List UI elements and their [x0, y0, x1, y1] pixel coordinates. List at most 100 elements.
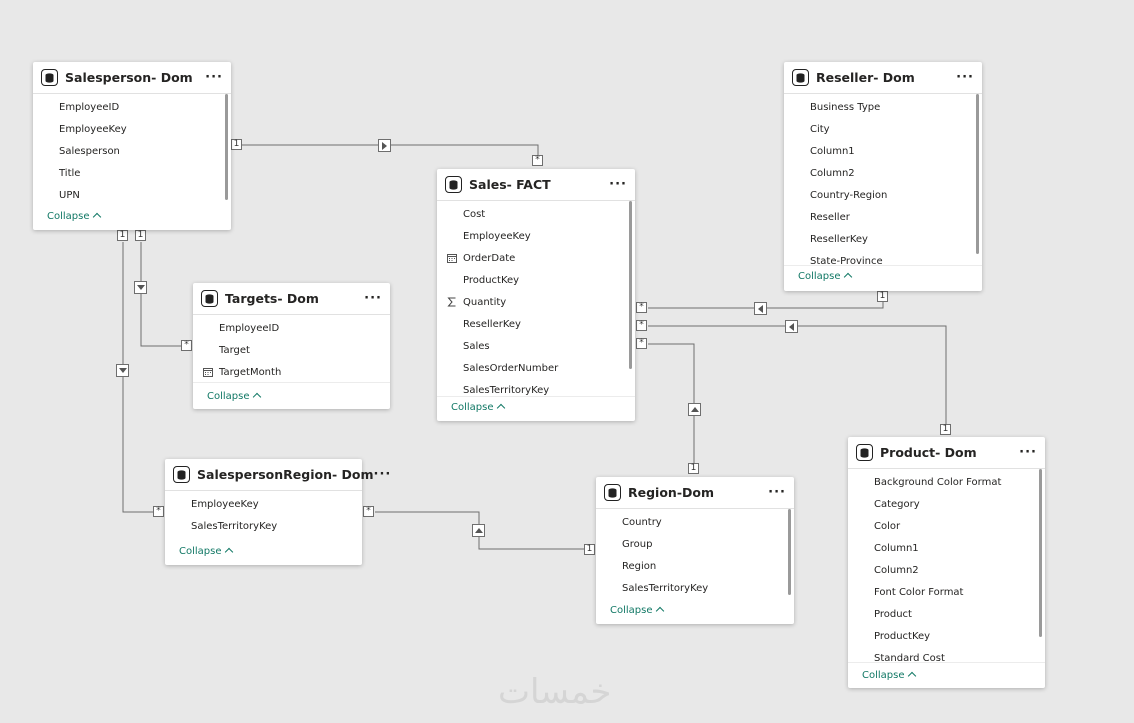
cardinality-one-marker: 1	[877, 291, 888, 302]
field-item[interactable]: Cost	[437, 203, 635, 225]
field-item[interactable]: EmployeeKey	[33, 118, 231, 140]
field-item[interactable]: Quantity	[437, 291, 635, 313]
field-item[interactable]: Column2	[848, 559, 1045, 581]
field-item[interactable]: Font Color Format	[848, 581, 1045, 603]
field-item[interactable]: Reseller	[784, 206, 982, 228]
table-header[interactable]: Targets- Dom ···	[193, 283, 390, 315]
rel-region-sales	[648, 343, 695, 463]
table-header[interactable]: SalespersonRegion- Dom ···	[165, 459, 390, 491]
filter-direction-up-icon[interactable]	[688, 403, 701, 416]
field-item[interactable]: State-Province	[784, 250, 982, 272]
more-options-button[interactable]: ···	[364, 291, 382, 306]
collapse-button[interactable]: Collapse	[47, 211, 101, 222]
field-item[interactable]: Column1	[784, 140, 982, 162]
field-item[interactable]: TargetMonth	[193, 361, 390, 383]
table-header[interactable]: Sales- FACT ···	[437, 169, 635, 201]
filter-direction-right-icon[interactable]	[378, 139, 391, 152]
table-title: Salesperson- Dom	[65, 70, 193, 85]
field-item[interactable]: OrderDate	[437, 247, 635, 269]
cardinality-many-marker: *	[636, 338, 647, 349]
filter-direction-up-icon[interactable]	[472, 524, 485, 537]
collapse-label: Collapse	[451, 402, 494, 413]
field-item[interactable]: EmployeeID	[193, 317, 390, 339]
field-item[interactable]: UPN	[33, 184, 231, 206]
more-options-button[interactable]: ···	[1019, 445, 1037, 460]
field-label: Business Type	[810, 101, 881, 113]
field-item[interactable]: ProductKey	[848, 625, 1045, 647]
more-options-button[interactable]: ···	[205, 70, 223, 85]
more-options-button[interactable]: ···	[373, 467, 392, 482]
table-card-product[interactable]: Product- Dom ··· Background Color Format…	[848, 437, 1045, 688]
table-card-sales[interactable]: Sales- FACT ··· Cost EmployeeKey OrderDa…	[437, 169, 635, 421]
collapse-button[interactable]: Collapse	[207, 391, 261, 402]
more-options-button[interactable]: ···	[768, 485, 786, 500]
field-item[interactable]: ResellerKey	[437, 313, 635, 335]
cardinality-many-marker: *	[636, 302, 647, 313]
field-item[interactable]: EmployeeKey	[165, 493, 362, 515]
field-item[interactable]: ResellerKey	[784, 228, 982, 250]
field-item[interactable]: Country-Region	[784, 184, 982, 206]
field-item[interactable]: Category	[848, 493, 1045, 515]
field-item[interactable]: Background Color Format	[848, 471, 1045, 493]
scrollbar[interactable]	[629, 201, 632, 369]
field-label: Sales	[463, 340, 490, 352]
scrollbar[interactable]	[976, 94, 979, 254]
field-item[interactable]: Title	[33, 162, 231, 184]
collapse-label: Collapse	[610, 605, 653, 616]
field-label: Quantity	[463, 296, 507, 308]
field-label: Category	[874, 498, 920, 510]
field-item[interactable]: Column1	[848, 537, 1045, 559]
filter-direction-down-icon[interactable]	[116, 364, 129, 377]
filter-direction-down-icon[interactable]	[134, 281, 147, 294]
table-card-salespersonregion[interactable]: SalespersonRegion- Dom ··· EmployeeKey S…	[165, 459, 390, 565]
collapse-button[interactable]: Collapse	[862, 670, 916, 681]
field-item[interactable]: SalesTerritoryKey	[437, 379, 635, 401]
collapse-button[interactable]: Collapse	[179, 546, 233, 557]
field-label: OrderDate	[463, 252, 516, 264]
table-header[interactable]: Reseller- Dom ···	[784, 62, 982, 94]
scrollbar[interactable]	[788, 509, 791, 595]
field-item[interactable]: SalesOrderNumber	[437, 357, 635, 379]
collapse-label: Collapse	[47, 211, 90, 222]
scrollbar[interactable]	[1039, 469, 1042, 637]
table-header[interactable]: Region-Dom ···	[596, 477, 794, 509]
table-header[interactable]: Salesperson- Dom ···	[33, 62, 231, 94]
field-item[interactable]: City	[784, 118, 982, 140]
table-card-targets[interactable]: Targets- Dom ··· EmployeeID Target Targe…	[193, 283, 390, 409]
table-card-reseller[interactable]: Reseller- Dom ··· Business Type City Col…	[784, 62, 982, 291]
field-item[interactable]: Salesperson	[33, 140, 231, 162]
sigma-icon	[447, 297, 456, 307]
field-item[interactable]: EmployeeKey	[437, 225, 635, 247]
filter-direction-left-icon[interactable]	[754, 302, 767, 315]
table-title: SalespersonRegion- Dom	[197, 467, 374, 482]
field-list: Country Group Region SalesTerritoryKey	[596, 509, 794, 599]
scrollbar[interactable]	[225, 94, 228, 200]
footer-divider	[784, 265, 982, 266]
field-item[interactable]: Color	[848, 515, 1045, 537]
field-item[interactable]: Country	[596, 511, 794, 533]
field-item[interactable]: Sales	[437, 335, 635, 357]
filter-direction-left-icon[interactable]	[785, 320, 798, 333]
field-item[interactable]: Standard Cost	[848, 647, 1045, 669]
table-card-salesperson[interactable]: Salesperson- Dom ··· EmployeeID Employee…	[33, 62, 231, 230]
table-card-region[interactable]: Region-Dom ··· Country Group Region Sale…	[596, 477, 794, 624]
field-item[interactable]: EmployeeID	[33, 96, 231, 118]
field-item[interactable]: SalesTerritoryKey	[165, 515, 362, 537]
table-header[interactable]: Product- Dom ···	[848, 437, 1045, 469]
field-item[interactable]: Business Type	[784, 96, 982, 118]
field-label: Font Color Format	[874, 586, 964, 598]
more-options-button[interactable]: ···	[956, 70, 974, 85]
field-item[interactable]: Target	[193, 339, 390, 361]
field-item[interactable]: Product	[848, 603, 1045, 625]
collapse-button[interactable]: Collapse	[451, 402, 505, 413]
more-options-button[interactable]: ···	[609, 177, 627, 192]
field-item[interactable]: ProductKey	[437, 269, 635, 291]
field-item[interactable]: SalesTerritoryKey	[596, 577, 794, 599]
field-item[interactable]: Column2	[784, 162, 982, 184]
collapse-button[interactable]: Collapse	[798, 271, 852, 282]
field-item[interactable]: Region	[596, 555, 794, 577]
field-label: Salesperson	[59, 145, 120, 157]
field-item[interactable]: Group	[596, 533, 794, 555]
collapse-button[interactable]: Collapse	[610, 605, 664, 616]
